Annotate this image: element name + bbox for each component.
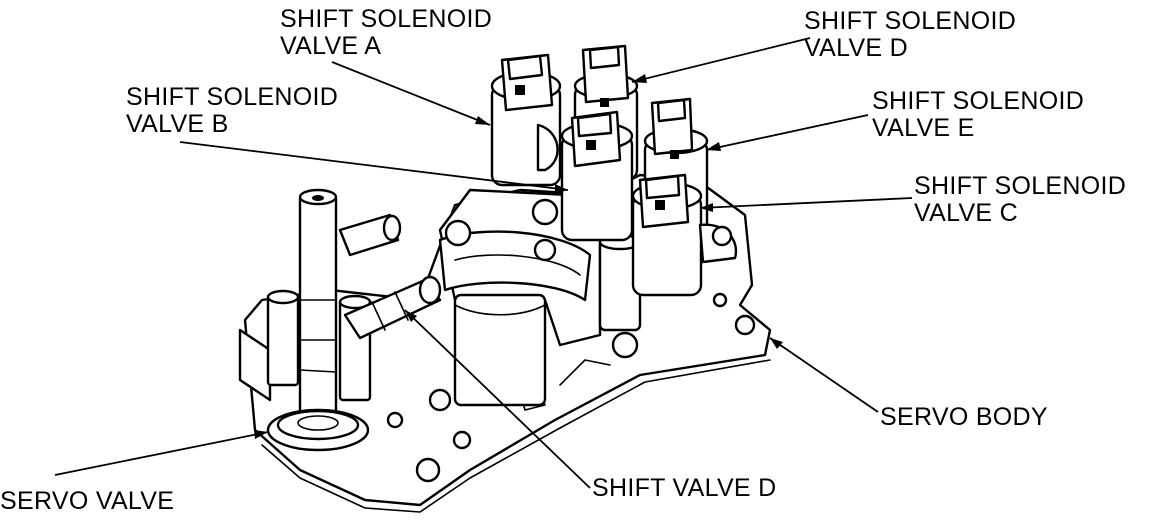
label-line: SHIFT SOLENOID <box>126 83 339 111</box>
label-shift-solenoid-valve-d: SHIFT SOLENOID VALVE D <box>804 8 1016 62</box>
leader-line-ssv-a <box>331 61 491 126</box>
label-line: SERVO VALVE <box>0 487 175 515</box>
label-shift-solenoid-valve-c: SHIFT SOLENOID VALVE C <box>914 173 1126 227</box>
label-line: VALVE C <box>914 199 1018 227</box>
leader-lines <box>54 37 913 489</box>
leader-line-ssv-c <box>699 197 913 209</box>
shift-valve-d-part <box>338 213 442 340</box>
leader-line-ssv-d <box>631 37 811 83</box>
leader-line-servo-valve <box>54 431 269 476</box>
label-line: SHIFT SOLENOID <box>914 172 1127 200</box>
label-line: VALVE A <box>280 32 382 60</box>
arrowhead-servo-valve <box>254 430 268 439</box>
solenoid-c-part <box>631 173 738 297</box>
label-line: SHIFT SOLENOID <box>280 5 493 33</box>
label-servo-valve: SERVO VALVE <box>0 488 174 515</box>
label-shift-solenoid-valve-e: SHIFT SOLENOID VALVE E <box>872 88 1084 142</box>
arrowhead-ssv-a <box>475 116 490 125</box>
leader-line-ssv-e <box>705 114 869 151</box>
label-line: VALVE B <box>126 110 229 138</box>
label-shift-solenoid-valve-a: SHIFT SOLENOID VALVE A <box>280 6 492 60</box>
label-line: VALVE D <box>804 34 908 62</box>
arrowhead-ssv-e <box>706 142 721 151</box>
solenoid-a-part <box>490 53 562 187</box>
leader-line-servo-body <box>769 337 879 413</box>
arrowhead-ssv-b <box>555 184 568 194</box>
label-line: SHIFT VALVE D <box>592 474 777 502</box>
leader-line-ssv-b <box>179 141 569 191</box>
arrowhead-servo-body <box>770 338 783 349</box>
arrowhead-shift-valve-d <box>405 310 417 322</box>
label-line: VALVE E <box>872 114 975 142</box>
label-line: SHIFT SOLENOID <box>872 87 1085 115</box>
servo-valve-part <box>238 188 372 452</box>
label-line: SHIFT SOLENOID <box>804 7 1017 35</box>
arrowhead-ssv-d <box>632 74 647 83</box>
label-servo-body: SERVO BODY <box>880 404 1048 431</box>
label-line: SERVO BODY <box>880 403 1048 431</box>
solenoid-b-part <box>560 110 634 242</box>
label-shift-valve-d: SHIFT VALVE D <box>592 475 777 502</box>
arrowhead-ssv-c <box>700 203 713 212</box>
leader-line-shift-valve-d <box>404 309 591 489</box>
label-shift-solenoid-valve-b: SHIFT SOLENOID VALVE B <box>126 84 338 138</box>
